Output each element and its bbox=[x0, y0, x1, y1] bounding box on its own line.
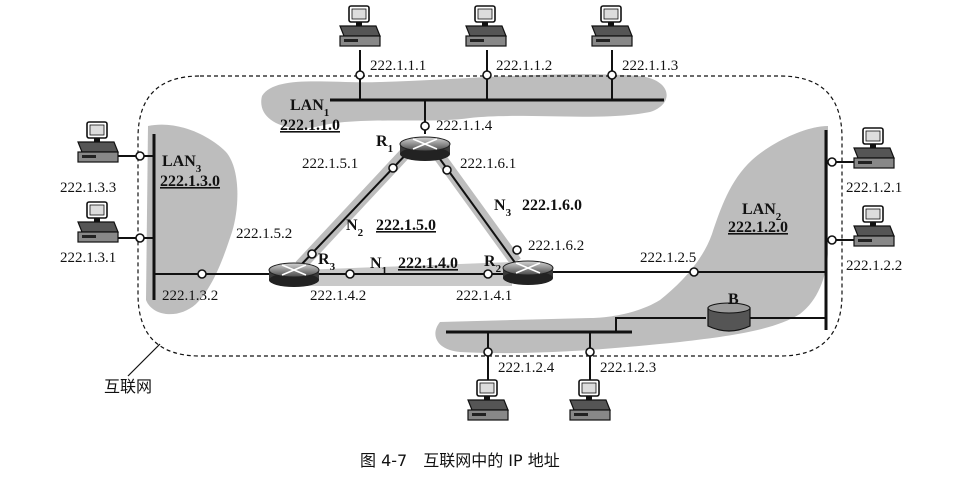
internet-leader bbox=[127, 343, 161, 377]
pc-icon-222-1-1-2 bbox=[465, 5, 507, 47]
lan3-label: LAN3 bbox=[162, 153, 202, 175]
interface-ip-222-1-5-2: 222.1.5.2 bbox=[236, 226, 292, 242]
host-ip-222-1-2-1: 222.1.2.1 bbox=[846, 180, 902, 196]
host-ip-222-1-1-2: 222.1.1.2 bbox=[496, 58, 552, 74]
lan2-address: 222.1.2.0 bbox=[728, 219, 788, 236]
lan1-address: 222.1.1.0 bbox=[280, 117, 340, 134]
figure-caption: 图 4-7 互联网中的 IP 地址 bbox=[360, 451, 560, 470]
lan3-address: 222.1.3.0 bbox=[160, 173, 220, 190]
n2-label: N2 bbox=[346, 217, 364, 239]
router-r2-label: R2 bbox=[484, 253, 502, 275]
lan2-shading bbox=[435, 126, 828, 354]
interface-ip-222-1-4-1: 222.1.4.1 bbox=[456, 288, 512, 304]
n3-address: 222.1.6.0 bbox=[522, 197, 582, 214]
interface-ip-222-1-2-5: 222.1.2.5 bbox=[640, 250, 696, 266]
lower-segment-link bbox=[615, 317, 706, 332]
pc-icon-222-1-2-2 bbox=[853, 205, 895, 247]
host-ip-222-1-2-3: 222.1.2.3 bbox=[600, 360, 656, 376]
pc-icon-222-1-3-1 bbox=[77, 201, 119, 243]
pc-icon-222-1-3-3 bbox=[77, 121, 119, 163]
n1-address: 222.1.4.0 bbox=[398, 255, 458, 272]
pc-icon-222-1-1-1 bbox=[339, 5, 381, 47]
n2-address: 222.1.5.0 bbox=[376, 217, 436, 234]
host-ip-222-1-1-1: 222.1.1.1 bbox=[370, 58, 426, 74]
bridge-label: B bbox=[728, 291, 739, 308]
interface-ip-222-1-1-4: 222.1.1.4 bbox=[436, 118, 493, 134]
host-ip-222-1-3-3: 222.1.3.3 bbox=[60, 180, 116, 196]
pc-icon-222-1-2-1 bbox=[853, 127, 895, 169]
internet-label: 互联网 bbox=[104, 377, 152, 396]
internet-boundary bbox=[137, 75, 843, 357]
host-ip-222-1-3-1: 222.1.3.1 bbox=[60, 250, 116, 266]
interface-ip-222-1-6-2: 222.1.6.2 bbox=[528, 238, 584, 254]
router-r1-label: R1 bbox=[376, 133, 393, 155]
pc-icon-222-1-2-3 bbox=[569, 379, 611, 421]
interface-ip-222-1-6-1: 222.1.6.1 bbox=[460, 156, 516, 172]
n3-label: N3 bbox=[494, 197, 512, 219]
lan2-label: LAN2 bbox=[742, 201, 782, 223]
router-r1-icon bbox=[399, 136, 451, 162]
n1-label: N1 bbox=[370, 255, 387, 277]
host-ip-222-1-1-3: 222.1.1.3 bbox=[622, 58, 678, 74]
host-ip-222-1-2-4: 222.1.2.4 bbox=[498, 360, 555, 376]
interface-markers bbox=[135, 70, 837, 357]
router-r3-label: R3 bbox=[318, 251, 336, 273]
router-r3-icon bbox=[268, 262, 320, 288]
interface-ip-222-1-5-1: 222.1.5.1 bbox=[302, 156, 358, 172]
interface-ip-222-1-4-2: 222.1.4.2 bbox=[310, 288, 366, 304]
pc-icon-222-1-2-4 bbox=[467, 379, 509, 421]
bridge-b: B bbox=[707, 291, 751, 332]
pc-icon-222-1-1-3 bbox=[591, 5, 633, 47]
interface-ip-222-1-3-2: 222.1.3.2 bbox=[162, 288, 218, 304]
host-ip-222-1-2-2: 222.1.2.2 bbox=[846, 258, 902, 274]
lan1-label: LAN1 bbox=[290, 97, 329, 119]
router-r2-icon bbox=[502, 260, 554, 286]
lan3-shading bbox=[146, 124, 238, 315]
